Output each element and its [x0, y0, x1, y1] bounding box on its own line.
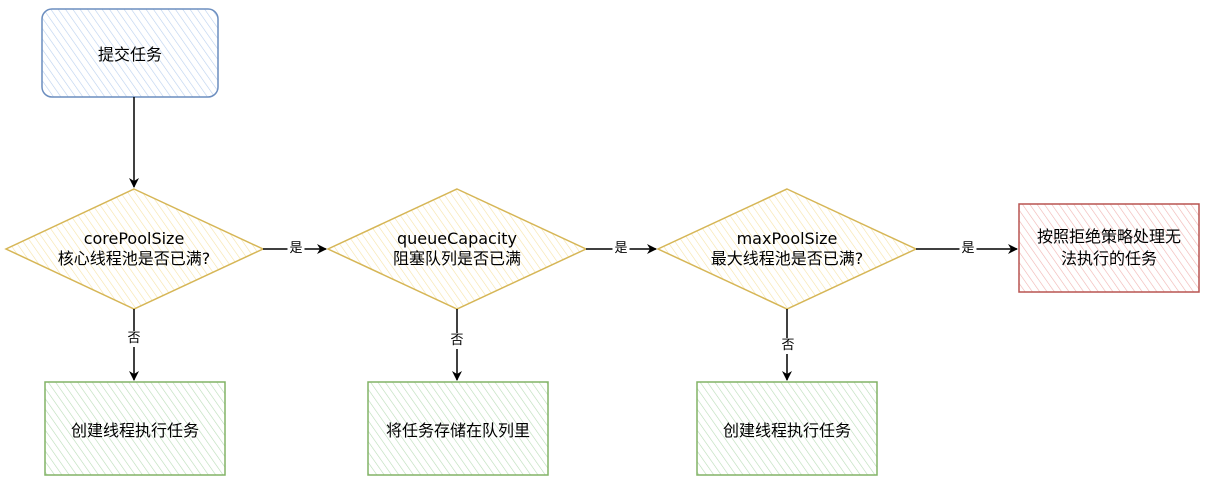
- edge-yes-1-label: 是: [287, 241, 305, 257]
- start-node: 提交任务: [42, 9, 218, 97]
- result-1-shape: [44, 381, 226, 476]
- reject-node-shape: [1018, 203, 1200, 293]
- decision-1-param: corePoolSize: [83, 229, 185, 248]
- edge-no-2-label: 否: [448, 333, 466, 349]
- decision-3-param: maxPoolSize: [736, 229, 838, 248]
- decision-2-question: 阻塞队列是否已满: [392, 249, 522, 268]
- result-3-node: 创建线程执行任务: [697, 382, 877, 475]
- decision-1-label: corePoolSize 核心线程池是否已满?: [58, 229, 211, 269]
- edge-yes-2-label: 是: [612, 241, 630, 257]
- result-2-node: 将任务存储在队列里: [368, 382, 548, 475]
- start-node-label: 提交任务: [97, 45, 162, 64]
- decision-3-label: maxPoolSize 最大线程池是否已满?: [711, 229, 864, 269]
- decision-3-question: 最大线程池是否已满?: [710, 249, 864, 268]
- start-node-shape: [41, 8, 219, 98]
- result-1-node: 创建线程执行任务: [45, 382, 225, 475]
- result-2-label: 将任务存储在队列里: [385, 420, 530, 440]
- result-3-label: 创建线程执行任务: [722, 420, 851, 440]
- result-2-shape: [367, 381, 549, 476]
- result-3-shape: [696, 381, 878, 476]
- reject-node: 按照拒绝策略处理无法执行的任务: [1019, 204, 1199, 292]
- decision-1-question: 核心线程池是否已满?: [57, 249, 211, 268]
- decision-2-label: queueCapacity 阻塞队列是否已满: [393, 229, 521, 269]
- edge-no-1-label: 否: [125, 331, 143, 347]
- decision-2-param: queueCapacity: [396, 229, 518, 248]
- result-1-label: 创建线程执行任务: [70, 420, 199, 440]
- edge-yes-3-label: 是: [959, 241, 977, 257]
- edge-no-3-label: 否: [779, 338, 797, 354]
- reject-node-label: 按照拒绝策略处理无法执行的任务: [1036, 227, 1181, 268]
